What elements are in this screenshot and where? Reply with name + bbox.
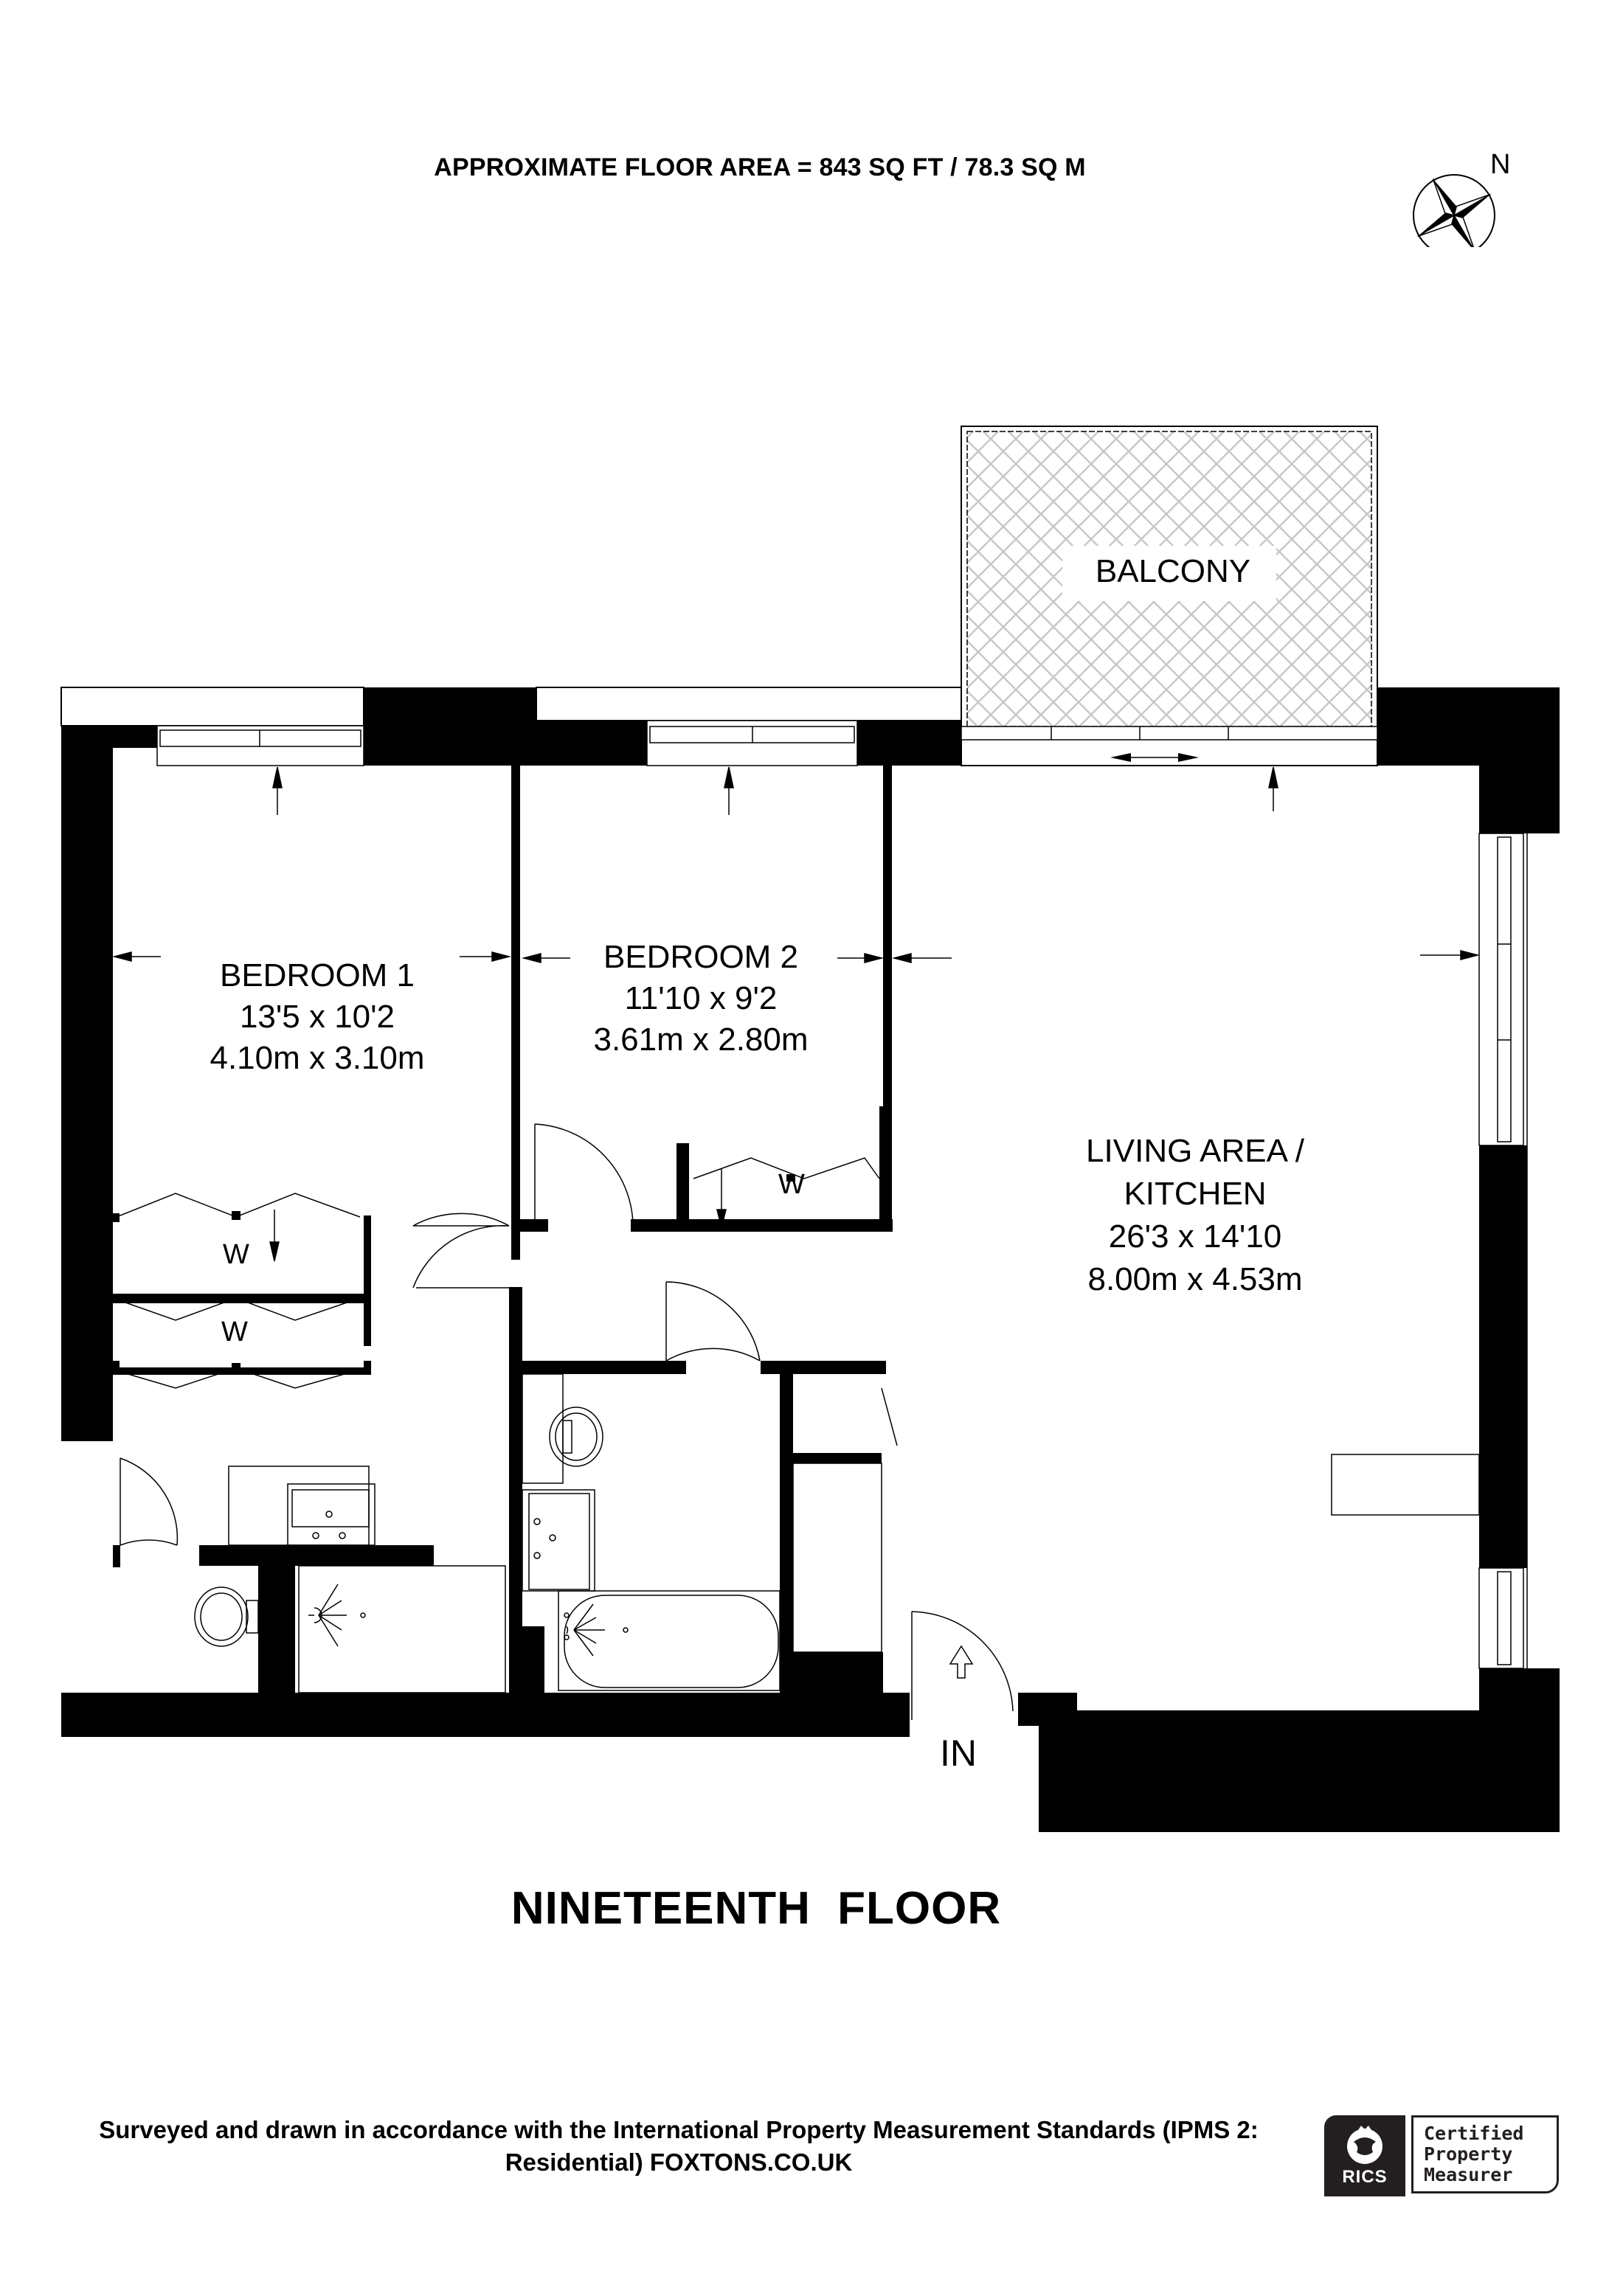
living-area-metric: 8.00m x 4.53m xyxy=(1087,1261,1303,1297)
floor-area-text: APPROXIMATE FLOOR AREA = 843 SQ FT / 78.… xyxy=(434,153,1086,181)
rics-brand: RICS xyxy=(1342,2167,1388,2187)
compass-rose-icon xyxy=(1398,151,1509,257)
bedroom-1-label: BEDROOM 1 13'5 x 10'2 4.10m x 3.10m xyxy=(118,955,516,1079)
doors xyxy=(120,1123,1014,1720)
living-area-label: LIVING AREA / KITCHEN 26'3 x 14'10 8.00m… xyxy=(1018,1130,1372,1301)
floor-area-heading: APPROXIMATE FLOOR AREA = 843 SQ FT / 78.… xyxy=(0,153,1623,182)
badge-line-2: Property xyxy=(1424,2143,1513,2165)
balcony-label: BALCONY xyxy=(1095,553,1251,589)
bedroom-2-label: BEDROOM 2 11'10 x 9'2 3.61m x 2.80m xyxy=(531,937,871,1061)
windows xyxy=(156,720,1528,1669)
badge-line-3: Measurer xyxy=(1424,2164,1513,2185)
compass-north-label: N xyxy=(1490,149,1511,180)
lion-crest-icon xyxy=(1347,2126,1383,2164)
bedroom-1-imperial: 13'5 x 10'2 xyxy=(239,999,395,1035)
balcony xyxy=(961,426,1378,766)
bedroom-2-metric: 3.61m x 2.80m xyxy=(593,1022,809,1058)
floor-plan xyxy=(60,426,1560,1832)
living-area-name-1: LIVING AREA / xyxy=(1086,1133,1304,1169)
survey-disclaimer: Surveyed and drawn in accordance with th… xyxy=(44,2114,1313,2179)
survey-disclaimer-line-1: Surveyed and drawn in accordance with th… xyxy=(99,2116,1259,2143)
badge-line-1: Certified xyxy=(1424,2123,1524,2144)
ensuite-fixtures xyxy=(194,1466,506,1693)
living-area-name-2: KITCHEN xyxy=(1124,1176,1267,1212)
wardrobe-label-1: W xyxy=(223,1239,249,1270)
rics-certification-text: Certified Property Measurer xyxy=(1411,2115,1559,2193)
bedroom-2-imperial: 11'10 x 9'2 xyxy=(624,980,778,1016)
bedroom-1-metric: 4.10m x 3.10m xyxy=(210,1040,425,1076)
wardrobe-label-2: W xyxy=(221,1317,248,1348)
walls xyxy=(61,687,1560,1832)
entrance-arrow-icon xyxy=(949,1645,974,1679)
bedroom-1-name: BEDROOM 1 xyxy=(219,957,415,993)
floor-title: NINETEENTH FLOOR xyxy=(511,1883,1002,1934)
rics-certified-badge: RICS Certified Property Measurer xyxy=(1324,2115,1560,2196)
kitchen-fixtures xyxy=(1077,1454,1480,1775)
bedroom-2-name: BEDROOM 2 xyxy=(603,939,799,975)
wardrobe-label-3: W xyxy=(778,1169,805,1200)
survey-disclaimer-line-2: Residential) FOXTONS.CO.UK xyxy=(505,2148,853,2176)
entrance-label: IN xyxy=(940,1733,977,1774)
bathroom-fixtures xyxy=(522,1373,882,1691)
rics-logo: RICS xyxy=(1324,2115,1405,2196)
living-area-imperial: 26'3 x 14'10 xyxy=(1108,1218,1282,1255)
